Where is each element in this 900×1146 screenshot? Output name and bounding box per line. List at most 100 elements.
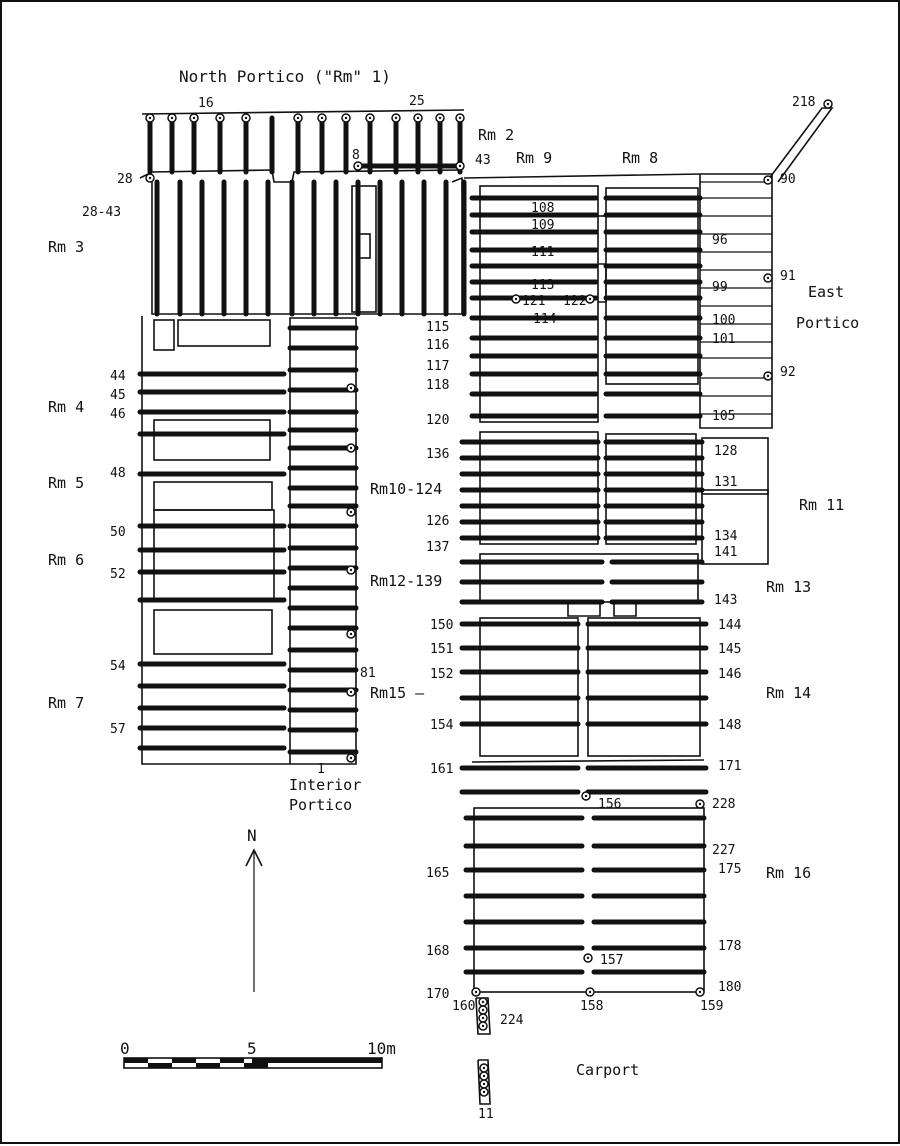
post-center — [148, 116, 152, 120]
scale-segment — [244, 1063, 268, 1068]
wall-group — [139, 107, 834, 1105]
label-11: 11 — [478, 1107, 494, 1122]
label-150: 150 — [430, 618, 453, 633]
label-25: 25 — [409, 94, 425, 109]
label-113: 113 — [531, 278, 554, 293]
label-16: 16 — [198, 96, 214, 111]
wall — [139, 169, 463, 183]
label-144: 144 — [718, 618, 742, 633]
post-center — [588, 990, 592, 994]
post-center — [349, 690, 353, 694]
room-label-rm10: Rm10-124 — [370, 480, 442, 498]
label-180: 180 — [718, 980, 741, 995]
room-label-rm6: Rm 6 — [48, 551, 84, 569]
label-157: 157 — [600, 953, 623, 968]
wall — [151, 182, 463, 315]
label-122: 122 — [563, 294, 586, 309]
wall — [587, 617, 701, 757]
label-131: 131 — [714, 475, 737, 490]
post-center — [474, 990, 478, 994]
scale-segment — [220, 1058, 244, 1063]
wall — [699, 174, 773, 429]
post-center — [481, 1000, 485, 1004]
post-center — [458, 116, 462, 120]
wall — [479, 553, 699, 603]
label-52: 52 — [110, 567, 126, 582]
wall — [177, 319, 271, 347]
room-label-rm13: Rm 13 — [766, 578, 811, 596]
post-center — [349, 756, 353, 760]
post-center — [356, 164, 360, 168]
label-148: 148 — [718, 718, 741, 733]
wall — [479, 185, 599, 423]
label-227: 227 — [712, 843, 735, 858]
room-label-rm4: Rm 4 — [48, 398, 84, 416]
label-116: 116 — [426, 338, 449, 353]
room-label-rm7: Rm 7 — [48, 694, 84, 712]
post-center — [766, 178, 770, 182]
label-8: 8 — [352, 148, 360, 163]
label-161: 161 — [430, 762, 453, 777]
room-label-rm12: Rm12-139 — [370, 572, 442, 590]
wall — [153, 481, 273, 511]
label-159: 159 — [700, 999, 723, 1014]
post-center — [438, 116, 442, 120]
label-101: 101 — [712, 332, 735, 347]
post-center — [244, 116, 248, 120]
wall — [479, 617, 579, 757]
label-117: 117 — [426, 359, 449, 374]
label-156: 156 — [598, 797, 621, 812]
wall — [153, 609, 273, 655]
wall — [701, 489, 769, 565]
room-label-rm15: Rm15 — — [370, 684, 425, 702]
label-50: 50 — [110, 525, 126, 540]
label-57: 57 — [110, 722, 126, 737]
wall — [477, 1059, 491, 1105]
scale-label-0: 0 — [120, 1039, 130, 1058]
label-120: 120 — [426, 413, 449, 428]
label-45: 45 — [110, 388, 126, 403]
wall — [567, 602, 601, 617]
label-141: 141 — [714, 545, 737, 560]
scale-label-10m: 10m — [367, 1039, 396, 1058]
post-center — [482, 1066, 486, 1070]
label-158: 158 — [580, 999, 603, 1014]
wall — [701, 437, 769, 495]
wall — [598, 263, 607, 303]
scale-segment — [124, 1058, 148, 1063]
label-134: 134 — [714, 529, 738, 544]
room-label-rm3: Rm 3 — [48, 238, 84, 256]
wall — [141, 316, 357, 765]
wall — [351, 185, 377, 313]
post-center — [584, 794, 588, 798]
label-178: 178 — [718, 939, 741, 954]
label-108: 108 — [531, 201, 554, 216]
label-168: 168 — [426, 944, 449, 959]
label-1: 1 — [317, 762, 325, 777]
label-81: 81 — [360, 666, 376, 681]
label-96: 96 — [712, 233, 728, 248]
scale-segment — [148, 1063, 172, 1068]
room-label-rm16: Rm 16 — [766, 864, 811, 882]
wall — [153, 319, 175, 351]
wall — [767, 107, 834, 183]
label-43: 43 — [475, 153, 491, 168]
post-center — [296, 116, 300, 120]
wall — [463, 173, 772, 179]
label-160: 160 — [452, 999, 475, 1014]
wall — [451, 176, 465, 315]
post-center — [320, 116, 324, 120]
post-center — [482, 1082, 486, 1086]
post-center — [349, 632, 353, 636]
room-label-rm11: Rm 11 — [799, 496, 844, 514]
post-center — [482, 1074, 486, 1078]
post-center — [349, 446, 353, 450]
wall — [471, 759, 705, 763]
post-center — [586, 956, 590, 960]
label-48: 48 — [110, 466, 126, 481]
label-137: 137 — [426, 540, 449, 555]
label-165: 165 — [426, 866, 449, 881]
post-center — [349, 386, 353, 390]
room-label-rm5: Rm 5 — [48, 474, 84, 492]
